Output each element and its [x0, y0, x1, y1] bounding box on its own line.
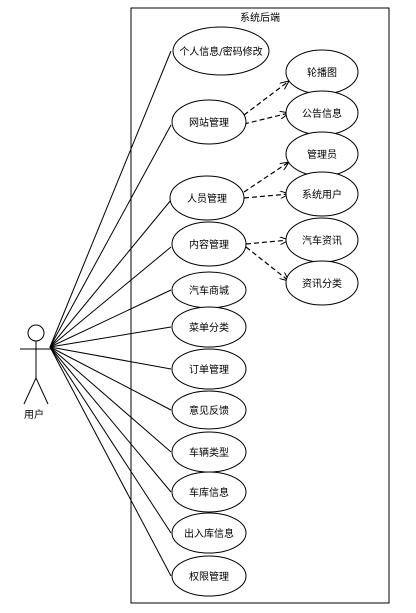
association-garage-info [49, 346, 172, 493]
sub-case-system-user [285, 171, 359, 217]
relation-content-news-category [245, 246, 289, 281]
use-case-site-management [171, 99, 247, 145]
relation-staff-system-user [243, 194, 289, 198]
association-staff-management [49, 199, 172, 348]
actor-user: 用户 [20, 324, 52, 421]
use-case-label: 个人信息/密码修改 [179, 45, 262, 58]
use-case-label: 权限管理 [189, 570, 229, 583]
association-car-mall [49, 289, 172, 348]
use-case-staff-management [169, 175, 245, 221]
association-in-out-info [49, 346, 172, 534]
association-feedback [49, 346, 172, 411]
use-case-personal-info [172, 26, 270, 76]
relation-content-car-news [245, 240, 289, 244]
association-personal-info [49, 50, 172, 348]
association-content-management [49, 246, 172, 348]
system-title: 系统后端 [240, 11, 280, 24]
sub-case-label: 资讯分类 [302, 277, 342, 290]
system-boundary [130, 7, 390, 604]
actor-head [27, 324, 45, 342]
associations [49, 50, 172, 577]
use-case-label: 车辆类型 [189, 446, 229, 459]
sub-case-label: 轮播图 [307, 66, 337, 79]
use-case-label: 网站管理 [189, 116, 229, 129]
use-case-label: 人员管理 [187, 192, 227, 205]
use-case-label: 出入库信息 [184, 527, 234, 540]
use-case-label: 内容管理 [189, 238, 229, 251]
actor-left-leg [23, 377, 37, 405]
relation-staff-admin [243, 162, 289, 193]
actor-right-leg [35, 377, 49, 405]
association-permission-management [49, 346, 172, 577]
use-case-label: 意见反馈 [189, 404, 229, 417]
use-case-permission-management [171, 555, 247, 597]
association-menu-category [49, 326, 172, 348]
actor-label: 用户 [24, 408, 44, 421]
use-case-label: 菜单分类 [189, 321, 229, 334]
use-case-content-management [171, 221, 247, 267]
association-vehicle-type [49, 346, 172, 453]
sub-case-label: 管理员 [307, 148, 337, 161]
use-case-order-management [171, 348, 247, 390]
use-case-label: 车库信息 [189, 486, 229, 499]
association-site-management [49, 124, 172, 348]
association-order-management [49, 346, 172, 370]
use-case-feedback [171, 390, 247, 430]
sub-case-label: 汽车资讯 [302, 234, 342, 247]
use-case-garage-info [171, 471, 247, 513]
sub-case-news-category [285, 260, 359, 306]
use-case-label: 订单管理 [189, 363, 229, 376]
use-case-label: 汽车商城 [189, 284, 229, 297]
relation-site-announcement [243, 113, 289, 125]
sub-case-label: 公告信息 [302, 107, 342, 120]
relation-site-carousel [243, 81, 289, 116]
include-relations [243, 81, 289, 281]
use-case-in-out-info [171, 512, 247, 554]
sub-case-label: 系统用户 [302, 188, 342, 201]
use-case-menu-category [171, 306, 247, 348]
